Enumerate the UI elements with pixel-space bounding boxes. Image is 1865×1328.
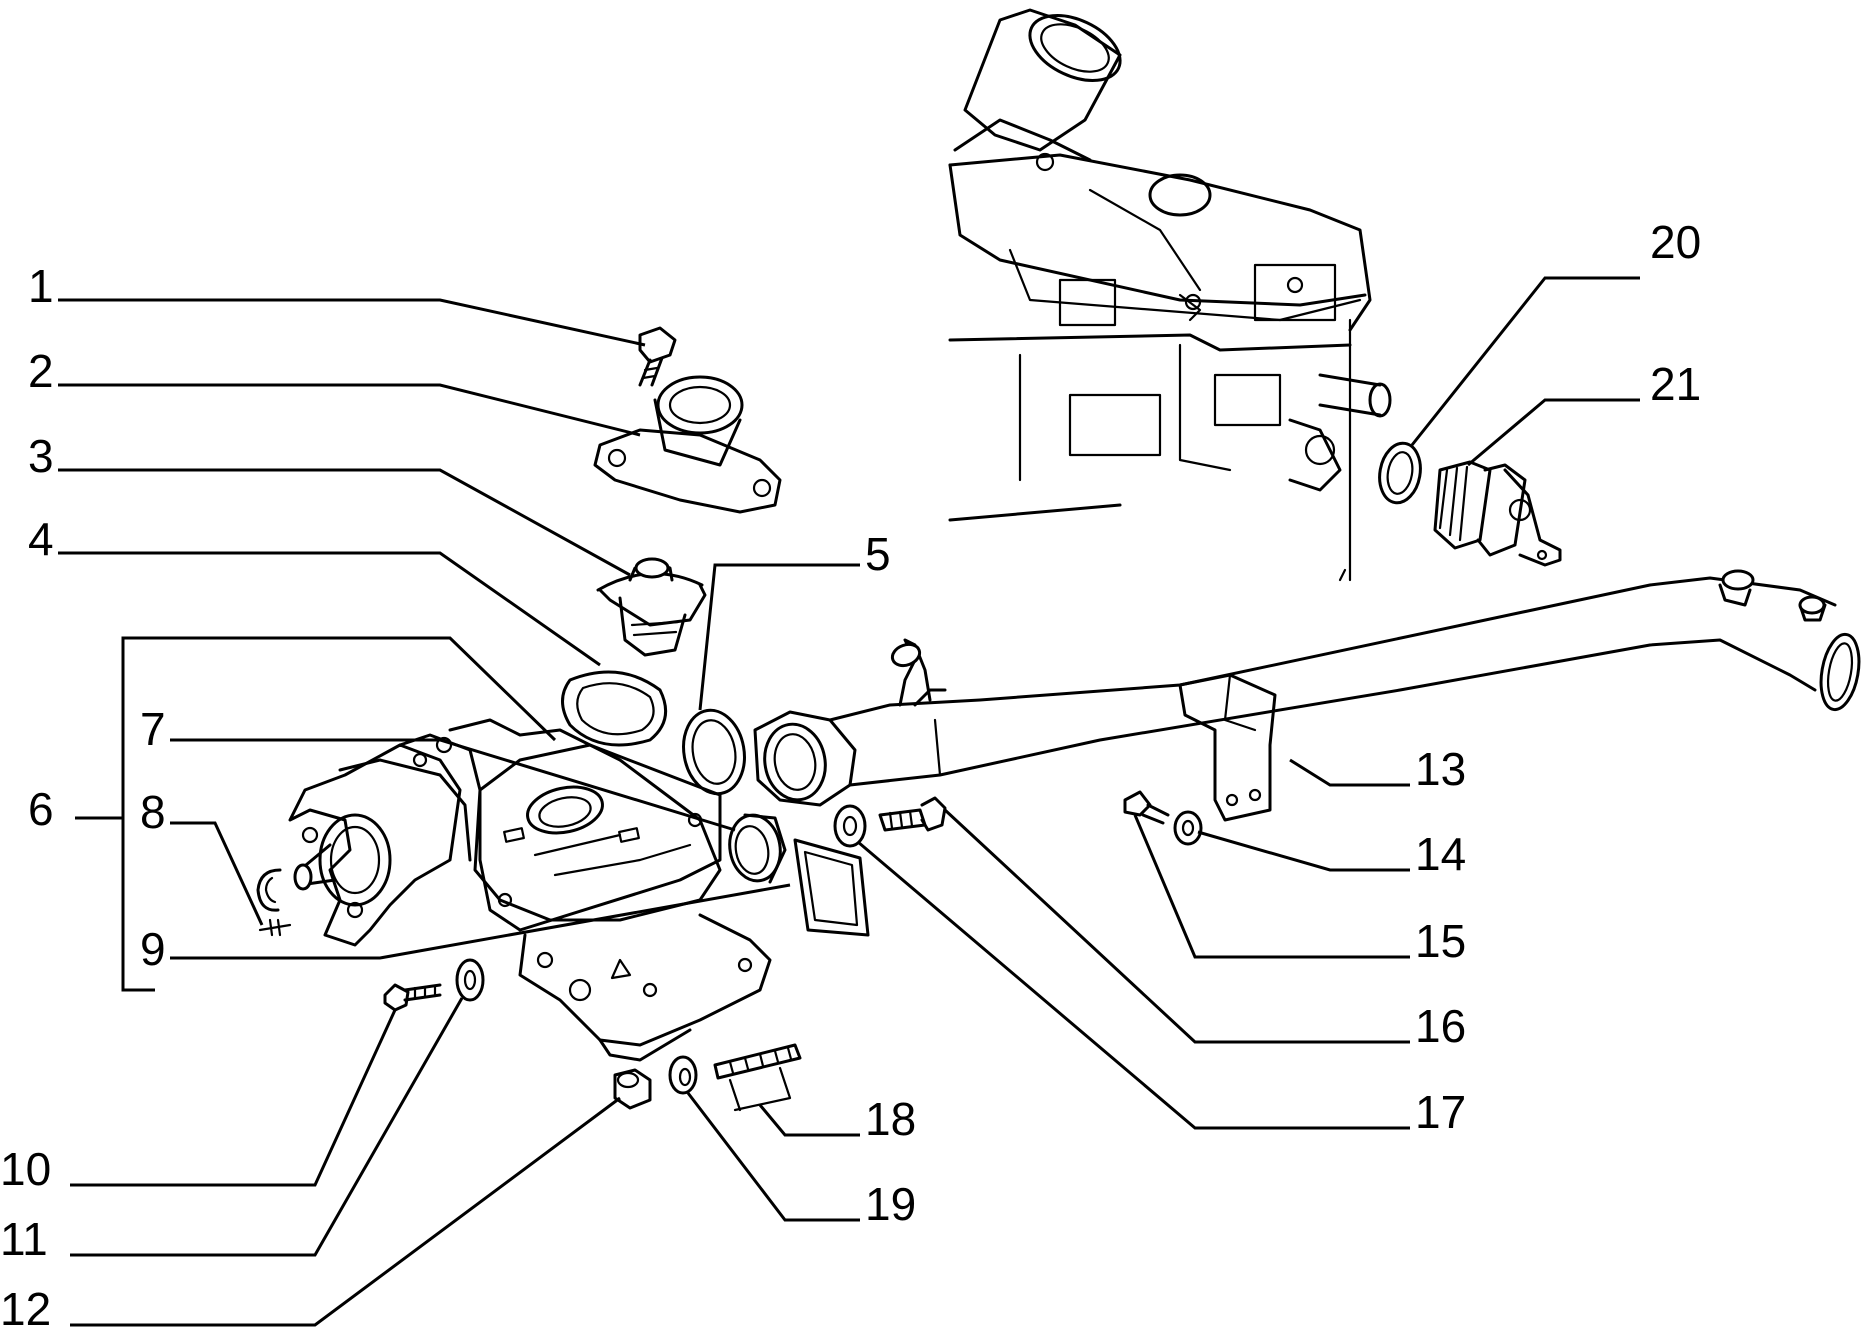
leader-14: [1197, 830, 1410, 872]
callout-15: 15: [1415, 915, 1466, 967]
leader-2: [58, 383, 641, 437]
leader-4: [58, 551, 601, 667]
part-6-water-pump: [288, 718, 772, 1062]
callout-16: 16: [1415, 1000, 1466, 1052]
callout-12: 12: [0, 1283, 51, 1328]
leader-7: [170, 738, 736, 832]
leader-18: [758, 1104, 860, 1137]
leader-1: [58, 298, 646, 347]
callout-9: 9: [140, 923, 166, 975]
part-2-thermostat-cover: [593, 375, 782, 514]
callout-13: 13: [1415, 743, 1466, 795]
leader-17: [857, 840, 1410, 1130]
callout-14: 14: [1415, 828, 1466, 880]
part-20-sealing-ring: [1378, 441, 1422, 505]
callout-18: 18: [865, 1093, 916, 1145]
part-14-washer: [1173, 810, 1203, 846]
leader-3: [58, 468, 631, 577]
leader-12: [70, 1096, 621, 1327]
part-7-seal: [728, 813, 787, 884]
leader-6-top: [121, 636, 557, 818]
leader-9: [170, 883, 791, 960]
callout-4: 4: [28, 513, 54, 565]
leader-6: [75, 816, 155, 992]
callout-11: 11: [0, 1213, 48, 1265]
part-1-screw: [638, 326, 677, 387]
leader-11: [70, 997, 464, 1257]
callout-5: 5: [865, 528, 891, 580]
callout-1: 1: [28, 260, 54, 312]
callout-17: 17: [1415, 1086, 1466, 1138]
callout-21: 21: [1650, 358, 1701, 410]
callout-labels: 1 2 3 4 5 6 7 8 9 10 11 12 13 14 15 16 1…: [0, 216, 1701, 1328]
leader-16: [943, 808, 1410, 1044]
part-19-washer: [668, 1055, 698, 1095]
callout-8: 8: [140, 786, 166, 838]
part-5-o-ring: [682, 708, 746, 796]
leader-19: [686, 1092, 860, 1222]
part-10-bolt: [383, 983, 442, 1012]
part-16-bolt: [878, 796, 947, 832]
leader-13: [1289, 758, 1410, 787]
callout-19: 19: [865, 1178, 916, 1230]
part-9-gasket: [793, 838, 870, 937]
part-3-thermostat: [596, 557, 707, 657]
part-12-nut: [613, 1068, 652, 1110]
part-17-washer: [833, 804, 867, 848]
part-11-washer: [455, 958, 485, 1002]
leader-21: [1467, 398, 1640, 467]
callout-2: 2: [28, 345, 54, 397]
callout-7: 7: [140, 703, 166, 755]
leader-lines: [58, 276, 1640, 1327]
part-21-temperature-sender: [1433, 460, 1562, 567]
leader-5: [698, 563, 860, 711]
callout-6: 6: [28, 783, 54, 835]
part-18-stud: [713, 1043, 802, 1112]
part-8-circlip: [256, 868, 292, 937]
callout-10: 10: [0, 1143, 51, 1195]
part-15-bolt: [1123, 790, 1170, 825]
coolant-pipe: [753, 569, 1861, 822]
leader-8: [170, 821, 264, 926]
callout-3: 3: [28, 430, 54, 482]
leader-20: [1410, 276, 1640, 446]
part-4-gasket: [561, 670, 668, 747]
engine-cylinder-head: [948, 8, 1392, 582]
leader-15: [1133, 814, 1410, 959]
leader-10: [70, 1009, 397, 1187]
callout-20: 20: [1650, 216, 1701, 268]
